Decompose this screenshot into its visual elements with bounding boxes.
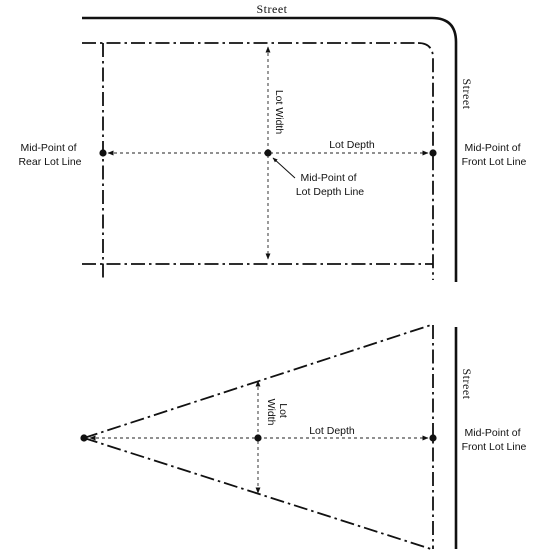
bottom-lot-depth-label: Lot Depth (309, 425, 355, 437)
bottom-lot-width-label: Lot Width (265, 399, 289, 426)
bottom-apex-dot (80, 434, 88, 442)
top-lot-width-label: Lot Width (273, 90, 285, 135)
rectangular-lot-figure: Street Street Lot Width Lot Depth Mid-Po… (18, 2, 527, 282)
triangular-lot-figure: Street Lot Width Lot Depth Mid-Point of … (80, 324, 527, 550)
top-center-leader-line (272, 157, 296, 179)
top-lot-line-front (417, 42, 434, 280)
bottom-lot-line-upper (83, 324, 432, 439)
bottom-front-midpoint-label: Mid-Point of Front Lot Line (462, 427, 527, 453)
top-rear-midpoint-label: Mid-Point of Rear Lot Line (18, 142, 81, 168)
top-front-midpoint-label: Mid-Point of Front Lot Line (462, 142, 527, 168)
bottom-lot-line-lower (83, 437, 432, 550)
bottom-front-midpoint-dot (429, 434, 437, 442)
street-right-label: Street (460, 79, 474, 110)
top-center-midpoint-dot (264, 149, 272, 157)
bottom-street-right-label: Street (460, 369, 474, 400)
top-lot-depth-label: Lot Depth (329, 139, 375, 151)
street-corner-line (82, 16, 458, 282)
top-rear-midpoint-dot (99, 149, 107, 157)
top-front-midpoint-dot (429, 149, 437, 157)
top-center-midpoint-label: Mid-Point of Lot Depth Line (296, 172, 364, 198)
bottom-center-midpoint-dot (254, 434, 262, 442)
street-top-label: Street (257, 2, 288, 16)
